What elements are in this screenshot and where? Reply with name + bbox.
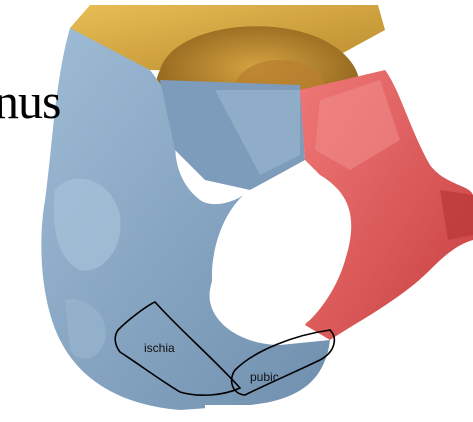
ischia-label: ischia	[144, 341, 175, 355]
pubic-label: pubic	[250, 370, 279, 384]
title-fragment: nus	[0, 76, 60, 126]
